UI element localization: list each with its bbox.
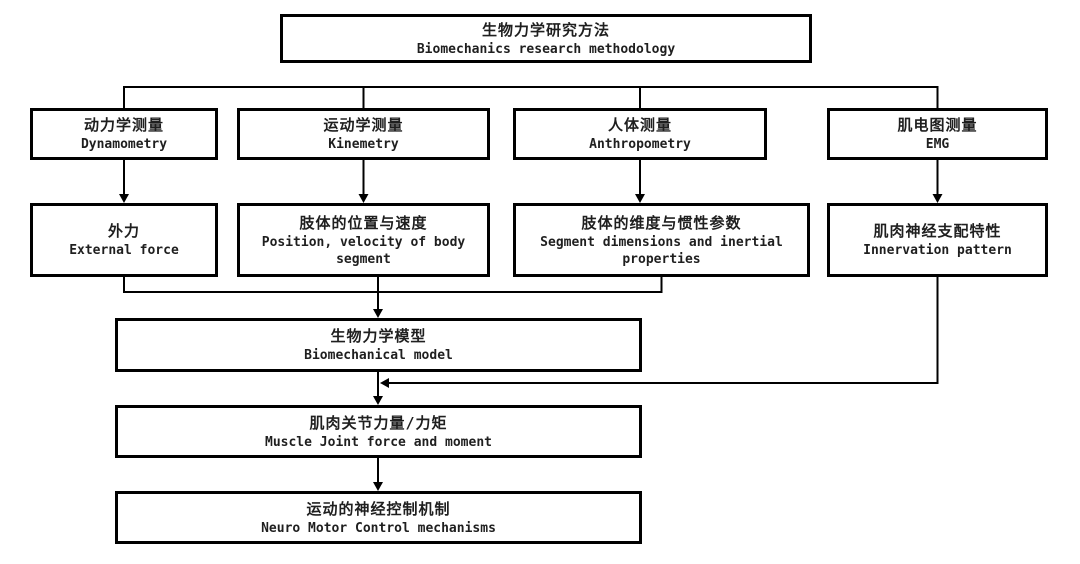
edge-merge-line	[123, 277, 663, 293]
node-anthropometry-label-cn: 人体测量	[607, 116, 672, 134]
node-segment-dimensions-label-cn: 肢体的维度与惯性参数	[581, 213, 742, 232]
node-external-force: 外力 External force	[30, 203, 218, 277]
node-anthropometry-label-en: Anthropometry	[589, 137, 691, 152]
node-position-velocity: 肢体的位置与速度 Position, velocity of body segm…	[237, 203, 490, 277]
node-external-force-label-cn: 外力	[107, 222, 140, 240]
arrowhead-externalforce	[119, 194, 129, 203]
node-emg-label-en: EMG	[925, 137, 950, 152]
node-anthropometry: 人体测量 Anthropometry	[513, 108, 767, 160]
arrowhead-biomodel	[373, 309, 383, 318]
edge-root-distributor	[123, 86, 939, 108]
edge-innervation-bypass	[389, 277, 939, 384]
node-segment-dimensions-label-en: Segment dimensions and inertial properti…	[540, 234, 783, 267]
node-innervation-label-cn: 肌肉神经支配特性	[873, 222, 1002, 240]
node-muscle-joint-label-cn: 肌肉关节力量/力矩	[309, 413, 448, 432]
node-root-label-en: Biomechanics research methodology	[416, 41, 676, 57]
node-neuro-motor-label-en: Neuro Motor Control mechanisms	[261, 520, 496, 536]
node-kinemetry: 运动学测量 Kinemetry	[237, 108, 490, 160]
node-external-force-label-en: External force	[69, 243, 179, 258]
node-root: 生物力学研究方法 Biomechanics research methodolo…	[280, 14, 812, 63]
node-biomechanical-model-label-cn: 生物力学模型	[330, 327, 427, 345]
arrowhead-neuromotor	[373, 482, 383, 491]
arrowhead-position	[358, 194, 369, 203]
arrowhead-innervation	[932, 194, 943, 203]
node-muscle-joint-label-en: Muscle Joint force and moment	[265, 434, 492, 450]
node-kinemetry-label-cn: 运动学测量	[323, 116, 404, 134]
node-root-label-cn: 生物力学研究方法	[481, 20, 610, 39]
node-emg-label-cn: 肌电图测量	[897, 116, 978, 134]
node-position-velocity-label-en: Position, velocity of body segment	[261, 234, 466, 267]
node-position-velocity-label-cn: 肢体的位置与速度	[299, 213, 428, 232]
node-neuro-motor: 运动的神经控制机制 Neuro Motor Control mechanisms	[115, 491, 642, 544]
node-emg: 肌电图测量 EMG	[827, 108, 1048, 160]
node-muscle-joint: 肌肉关节力量/力矩 Muscle Joint force and moment	[115, 405, 642, 458]
node-neuro-motor-label-cn: 运动的神经控制机制	[306, 499, 451, 518]
arrowhead-bypass-left	[380, 378, 389, 388]
node-segment-dimensions: 肢体的维度与惯性参数 Segment dimensions and inerti…	[513, 203, 810, 277]
node-dynamometry-label-cn: 动力学测量	[83, 116, 164, 134]
node-biomechanical-model-label-en: Biomechanical model	[304, 348, 453, 363]
arrowhead-segment	[635, 194, 645, 203]
node-kinemetry-label-en: Kinemetry	[328, 137, 399, 152]
arrowhead-musclejoint	[373, 396, 383, 405]
node-biomechanical-model: 生物力学模型 Biomechanical model	[115, 318, 642, 372]
node-innervation: 肌肉神经支配特性 Innervation pattern	[827, 203, 1048, 277]
node-innervation-label-en: Innervation pattern	[863, 243, 1012, 258]
node-dynamometry-label-en: Dynamometry	[80, 137, 168, 152]
node-dynamometry: 动力学测量 Dynamometry	[30, 108, 218, 160]
